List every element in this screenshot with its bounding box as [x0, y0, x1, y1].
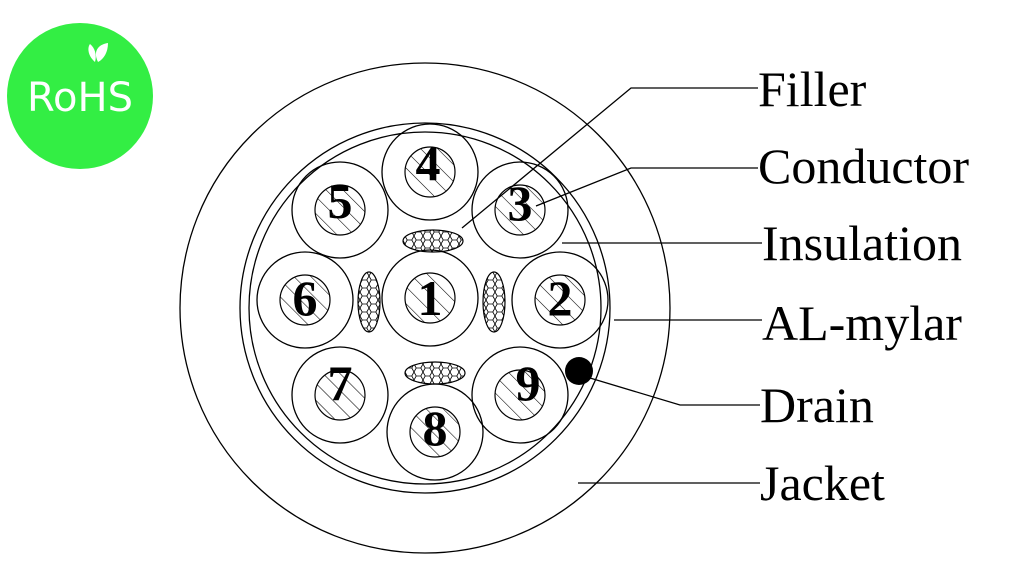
core-4: 4	[381, 123, 479, 221]
al-mylar-outer-ring	[239, 122, 611, 494]
drain-wire	[565, 357, 593, 385]
rohs-badge: RoHS	[7, 23, 153, 169]
core-6: 6	[256, 251, 354, 349]
core-number: 1	[418, 270, 443, 326]
core-number: 7	[328, 355, 353, 411]
label-al-mylar: AL-mylar	[762, 295, 962, 351]
rohs-badge-text: RoHS	[27, 75, 133, 121]
core-number: 9	[516, 355, 541, 411]
drain-leader-line	[589, 377, 760, 406]
leaf-icon	[88, 43, 108, 62]
core-number: 3	[508, 175, 533, 231]
core-number: 2	[548, 270, 573, 326]
conductor-leader-line	[535, 167, 758, 207]
al-mylar-inner-ring	[248, 131, 602, 485]
core-number: 5	[328, 173, 353, 229]
label-filler: Filler	[758, 61, 867, 117]
filler-top	[402, 229, 464, 253]
core-1: 1	[381, 249, 479, 347]
label-conductor: Conductor	[758, 138, 969, 194]
label-jacket: Jacket	[760, 455, 885, 511]
core-number: 8	[423, 400, 448, 456]
core-3: 3	[471, 161, 569, 259]
label-drain: Drain	[760, 377, 874, 433]
core-5: 5	[291, 161, 389, 259]
label-insulation: Insulation	[762, 215, 962, 271]
jacket-outer-ring	[179, 62, 671, 554]
core-2: 2	[511, 251, 609, 349]
core-9: 9	[471, 346, 569, 444]
filler-left	[357, 271, 381, 333]
core-8: 8	[386, 383, 484, 481]
filler-right	[482, 271, 506, 333]
core-7: 7	[291, 346, 389, 444]
filler-leader-line	[461, 87, 758, 229]
core-number: 6	[293, 270, 318, 326]
filler-bottom	[404, 361, 466, 385]
core-number: 4	[416, 135, 441, 191]
